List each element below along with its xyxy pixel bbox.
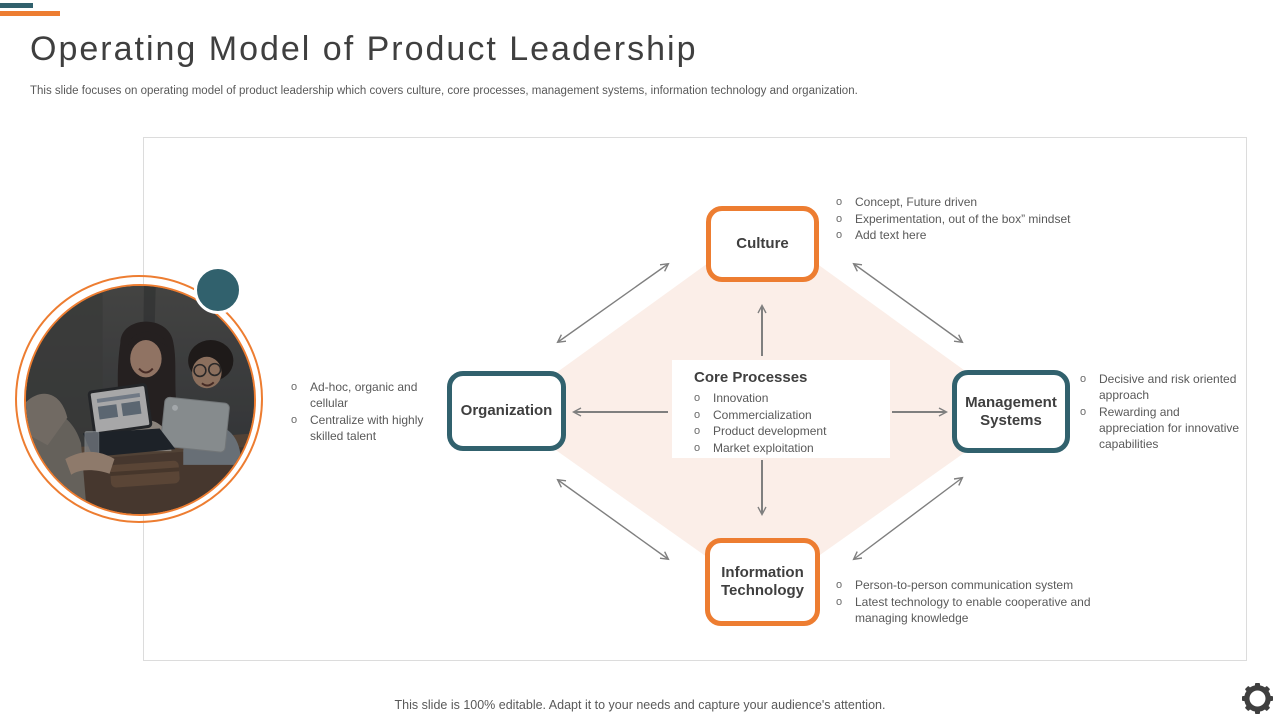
accent-bar-teal [0,3,33,8]
teal-accent-circle [194,266,242,314]
node-management-systems-label: Management Systems [965,393,1057,429]
bullet-item: Person-to-person communication system [836,577,1121,593]
node-culture: Culture [706,206,819,282]
bullet-item: Centralize with highly skilled talent [291,412,438,444]
team-photo-illustration [26,286,254,514]
node-information-technology-label: Information Technology [720,564,805,599]
bullet-item: Concept, Future driven [836,194,1116,210]
bullet-item: Market exploitation [694,440,882,456]
node-information-technology: Information Technology [705,538,820,626]
bullet-item: Commercialization [694,407,882,423]
information-technology-bullets: Person-to-person communication system La… [836,577,1121,626]
management-systems-bullets: Decisive and risk oriented approach Rewa… [1080,371,1242,452]
core-processes-box: Core Processes Innovation Commercializat… [672,360,890,458]
bullet-item: Add text here [836,227,1116,243]
bullet-item: Experimentation, out of the box” mindset [836,211,1116,227]
accent-bar-orange [0,11,60,16]
node-culture-label: Culture [736,235,789,252]
node-organization: Organization [447,371,566,451]
core-processes-bullets: Innovation Commercialization Product dev… [694,390,882,456]
bullet-item: Innovation [694,390,882,406]
organization-bullets: Ad-hoc, organic and cellular Centralize … [291,379,438,444]
node-management-systems: Management Systems [952,370,1070,453]
footer-note: This slide is 100% editable. Adapt it to… [394,698,886,712]
slide-subtitle: This slide focuses on operating model of… [30,85,858,97]
bullet-item: Product development [694,423,882,439]
bullet-item: Decisive and risk oriented approach [1080,371,1242,403]
page-title: Operating Model of Product Leadership [30,30,698,68]
bullet-item: Rewarding and appreciation for innovativ… [1080,404,1242,452]
bullet-item: Latest technology to enable cooperative … [836,594,1121,626]
gear-icon [1242,683,1273,714]
node-organization-label: Organization [460,402,553,419]
core-processes-title: Core Processes [694,369,808,386]
bullet-item: Ad-hoc, organic and cellular [291,379,438,411]
photo-outer-ring [15,275,263,523]
team-photo-circle [24,284,256,516]
culture-bullets: Concept, Future driven Experimentation, … [836,194,1116,244]
